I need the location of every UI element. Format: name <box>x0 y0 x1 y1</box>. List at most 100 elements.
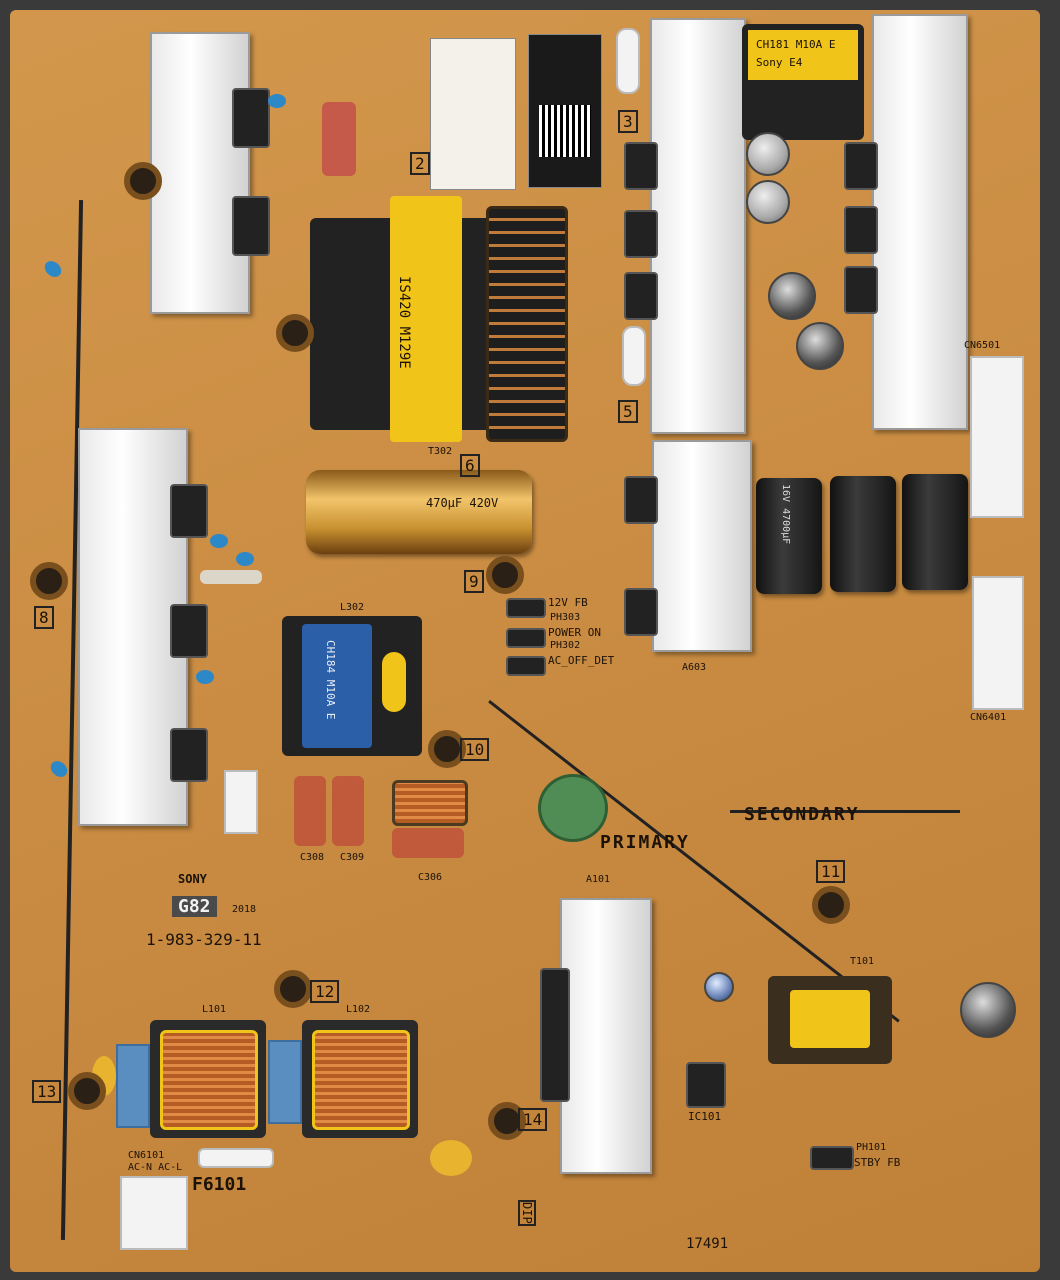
section-number: 12 <box>310 980 340 1003</box>
connector-label: CN6501 <box>964 340 1001 351</box>
section-number: 2 <box>410 152 430 175</box>
blue-transformer: CH184 M10A E <box>282 616 422 756</box>
connector-label: CN6101 <box>128 1150 165 1161</box>
standby-transformer <box>768 976 892 1064</box>
heatsink <box>872 14 968 430</box>
power-supply-board: IS420 M129E 470μF 420V CH184 M10A E 12V … <box>10 10 1040 1272</box>
y-capacitor <box>430 1140 472 1176</box>
toroid-coil <box>392 780 468 826</box>
mosfet <box>844 266 878 314</box>
white-resistor <box>224 770 258 834</box>
section-number: 3 <box>618 110 638 133</box>
film-capacitor <box>392 828 464 858</box>
resistor <box>200 570 262 584</box>
mosfet <box>624 588 658 636</box>
section-number: 6 <box>460 454 480 477</box>
connector-label: STBY FB <box>854 1156 901 1169</box>
ref-label: PH302 <box>550 640 581 651</box>
ref-label: T302 <box>428 446 453 457</box>
secondary-label: SECONDARY <box>744 804 860 825</box>
mosfet <box>232 196 270 256</box>
electrolytic-capacitor <box>704 972 734 1002</box>
electrolytic-capacitor <box>768 272 816 320</box>
x-capacitor <box>268 1040 302 1124</box>
ref-label: C306 <box>418 872 443 883</box>
mounting-hole <box>30 562 68 600</box>
common-mode-choke <box>302 1020 418 1138</box>
ref-label: L302 <box>340 602 365 613</box>
mounting-hole <box>812 886 850 924</box>
transformer-label: IS420 M129E <box>390 196 462 442</box>
ref-label: A603 <box>682 662 707 673</box>
qr-code <box>539 105 591 157</box>
optocoupler <box>810 1146 854 1170</box>
electrolytic-capacitor <box>746 180 790 224</box>
ceramic-capacitor <box>196 670 214 684</box>
part-number: 1-983-329-11 <box>146 930 262 949</box>
ac-input-connector <box>120 1176 188 1250</box>
ref-label: C309 <box>340 852 365 863</box>
x-capacitor <box>116 1044 150 1128</box>
ceramic-capacitor <box>236 552 254 566</box>
output-connector <box>970 356 1024 518</box>
optocoupler <box>506 656 546 676</box>
mosfet <box>624 142 658 190</box>
mounting-hole <box>486 556 524 594</box>
bulk-capacitor: 470μF 420V <box>306 470 532 554</box>
section-number: 11 <box>816 860 846 883</box>
electrolytic-capacitor <box>960 982 1016 1038</box>
mounting-hole <box>124 162 162 200</box>
connector-label: POWER ON <box>548 626 601 639</box>
heatsink <box>150 32 250 314</box>
output-capacitor <box>902 474 968 590</box>
standby-transformer: CH181 M10A E Sony E4 <box>742 24 864 140</box>
barcode-label <box>528 34 602 188</box>
mounting-hole <box>274 970 312 1008</box>
section-number: 14 <box>518 1108 548 1131</box>
wire-windings <box>486 206 568 442</box>
mounting-hole <box>428 730 466 768</box>
film-capacitor <box>294 776 326 846</box>
mosfet <box>170 604 208 658</box>
output-connector <box>972 576 1024 710</box>
ref-label: L102 <box>346 1004 371 1015</box>
mosfet <box>624 210 658 258</box>
ceramic-capacitor <box>210 534 228 548</box>
heatsink <box>78 428 188 826</box>
white-capacitor <box>616 28 640 94</box>
mosfet <box>232 88 270 148</box>
film-capacitor <box>332 776 364 846</box>
connector-label: CN6401 <box>970 712 1007 723</box>
ref-label: PH101 <box>856 1142 887 1153</box>
mosfet <box>624 476 658 524</box>
mosfet <box>170 728 208 782</box>
output-capacitor: 16V 4700μF <box>756 478 822 594</box>
white-capacitor <box>622 326 646 386</box>
electrolytic-capacitor <box>746 132 790 176</box>
primary-label: PRIMARY <box>600 832 690 853</box>
ref-label: C308 <box>300 852 325 863</box>
electrolytic-capacitor <box>796 322 844 370</box>
section-number: 13 <box>32 1080 62 1103</box>
section-number: 5 <box>618 400 638 423</box>
mosfet <box>170 484 208 538</box>
ic-chip <box>686 1062 726 1108</box>
board-code: 17491 <box>686 1236 729 1252</box>
ref-label: T101 <box>850 956 875 967</box>
model-code: G82 <box>172 896 217 917</box>
ref-label: L101 <box>202 1004 227 1015</box>
optocoupler <box>506 628 546 648</box>
bridge-rectifier <box>540 968 570 1102</box>
mounting-hole <box>276 314 314 352</box>
dip-label: DIP <box>518 1200 536 1226</box>
mosfet <box>844 142 878 190</box>
mosfet <box>624 272 658 320</box>
ul-label <box>430 38 516 190</box>
heatsink <box>652 440 752 652</box>
mounting-hole <box>68 1072 106 1110</box>
ref-label: A101 <box>586 874 611 885</box>
optocoupler <box>506 598 546 618</box>
section-number: 10 <box>460 738 490 761</box>
silk-line <box>730 810 960 813</box>
ref-label: PH303 <box>550 612 581 623</box>
